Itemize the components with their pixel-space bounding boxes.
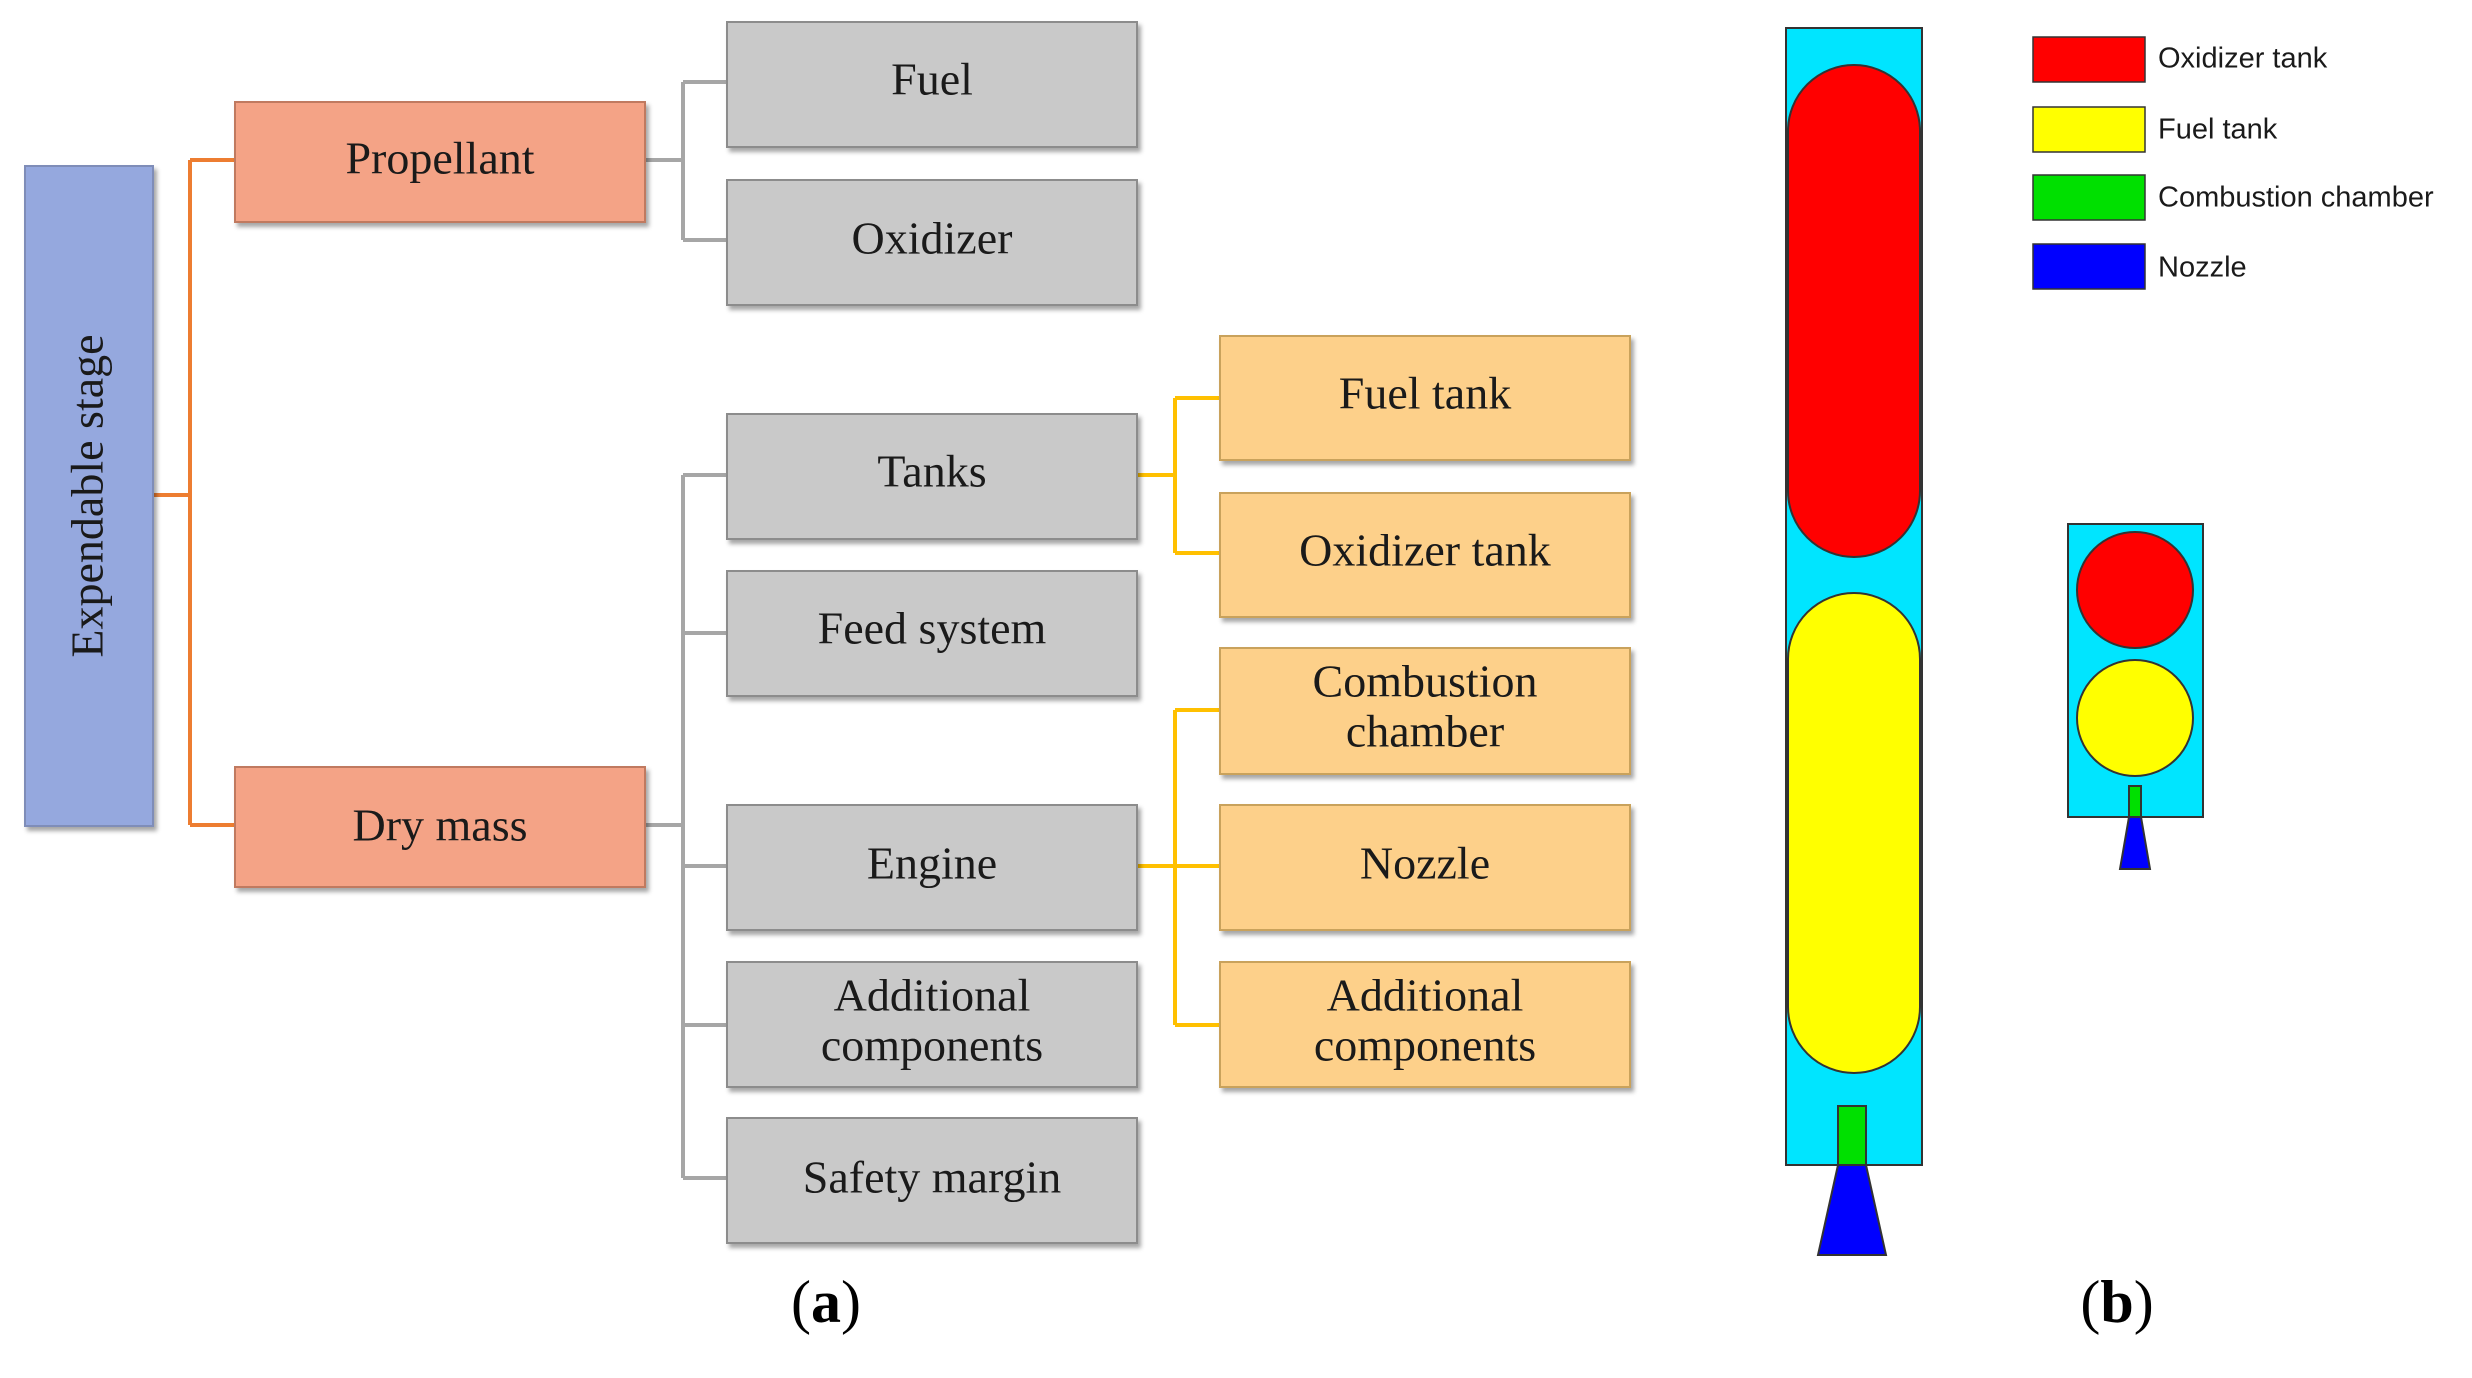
node-feed-system: Feed system — [726, 570, 1138, 697]
legend-swatch-combustion-chamber — [2032, 174, 2146, 221]
label-line: components — [821, 1020, 1043, 1071]
connector-tanks — [1137, 396, 1220, 555]
connector-dry-mass — [645, 473, 727, 1180]
node-nozzle-label: Nozzle — [1360, 838, 1490, 889]
legend-swatch-nozzle — [2032, 243, 2146, 290]
node-safety-margin: Safety margin — [726, 1117, 1138, 1244]
node-fuel: Fuel — [726, 21, 1138, 148]
node-tanks-label: Tanks — [877, 446, 986, 497]
node-propellant-label: Propellant — [345, 133, 534, 184]
legend-label-fuel-tank: Fuel tank — [2158, 114, 2278, 146]
hierarchy-diagram: Expendable stage Propellant Dry mass Fue… — [24, 21, 1631, 1244]
node-tanks: Tanks — [726, 413, 1138, 540]
legend-label-combustion-chamber: Combustion chamber — [2158, 182, 2434, 214]
node-safety-margin-label: Safety margin — [803, 1152, 1061, 1203]
node-expendable-stage-label: Expendable stage — [62, 334, 113, 657]
rocket-small-oxidizer-tank — [2076, 531, 2194, 649]
rocket-schematic: Oxidizer tank Fuel tank Combustion chamb… — [1785, 27, 2434, 1256]
node-nozzle: Nozzle — [1219, 804, 1631, 931]
legend-item-nozzle: Nozzle — [2032, 243, 2247, 290]
node-engine-label: Engine — [867, 838, 997, 889]
rocket-small-fuel-tank — [2076, 659, 2194, 777]
node-fuel-tank: Fuel tank — [1219, 335, 1631, 461]
rocket-large-fuel-tank — [1787, 592, 1921, 1074]
node-engine: Engine — [726, 804, 1138, 931]
rocket-small — [2067, 523, 2204, 870]
connector-engine — [1137, 708, 1220, 1027]
label-line: Additional — [1327, 970, 1524, 1021]
label-line: Combustion — [1313, 656, 1538, 707]
rocket-small-nozzle — [2118, 816, 2152, 870]
legend: Oxidizer tank Fuel tank Combustion chamb… — [2032, 36, 2434, 290]
legend-item-oxidizer-tank: Oxidizer tank — [2032, 36, 2328, 83]
legend-item-combustion-chamber: Combustion chamber — [2032, 174, 2434, 221]
connector-propellant — [645, 80, 727, 242]
node-oxidizer: Oxidizer — [726, 179, 1138, 306]
node-fuel-label: Fuel — [891, 54, 973, 105]
caption-b: (b) — [2080, 1269, 2153, 1335]
connectors — [153, 80, 1220, 1180]
rocket-small-combustion-chamber — [2128, 785, 2142, 818]
label-line: chamber — [1346, 706, 1504, 757]
caption-b-letter: b — [2100, 1269, 2133, 1335]
label-line: Additional — [834, 970, 1031, 1021]
node-fuel-tank-label: Fuel tank — [1339, 368, 1511, 419]
connector-root — [153, 158, 235, 827]
caption-a: (a) — [791, 1269, 861, 1335]
label-line: components — [1314, 1020, 1536, 1071]
node-expendable-stage: Expendable stage — [24, 165, 154, 827]
node-oxidizer-label: Oxidizer — [852, 213, 1013, 264]
rocket-large-oxidizer-tank — [1787, 64, 1921, 558]
caption-a-letter: a — [811, 1269, 841, 1335]
rocket-large-combustion-chamber — [1837, 1105, 1867, 1166]
node-dry-mass-label: Dry mass — [352, 800, 527, 851]
legend-swatch-oxidizer-tank — [2032, 36, 2146, 83]
legend-label-nozzle: Nozzle — [2158, 252, 2247, 284]
legend-label-oxidizer-tank: Oxidizer tank — [2158, 43, 2328, 75]
legend-item-fuel-tank: Fuel tank — [2032, 106, 2278, 153]
rocket-large-nozzle — [1816, 1164, 1888, 1256]
node-propellant: Propellant — [234, 101, 646, 223]
node-oxidizer-tank: Oxidizer tank — [1219, 492, 1631, 618]
node-oxidizer-tank-label: Oxidizer tank — [1299, 525, 1551, 576]
legend-swatch-fuel-tank — [2032, 106, 2146, 153]
node-feed-system-label: Feed system — [818, 603, 1047, 654]
node-dry-mass: Dry mass — [234, 766, 646, 888]
rocket-large — [1785, 27, 1923, 1256]
